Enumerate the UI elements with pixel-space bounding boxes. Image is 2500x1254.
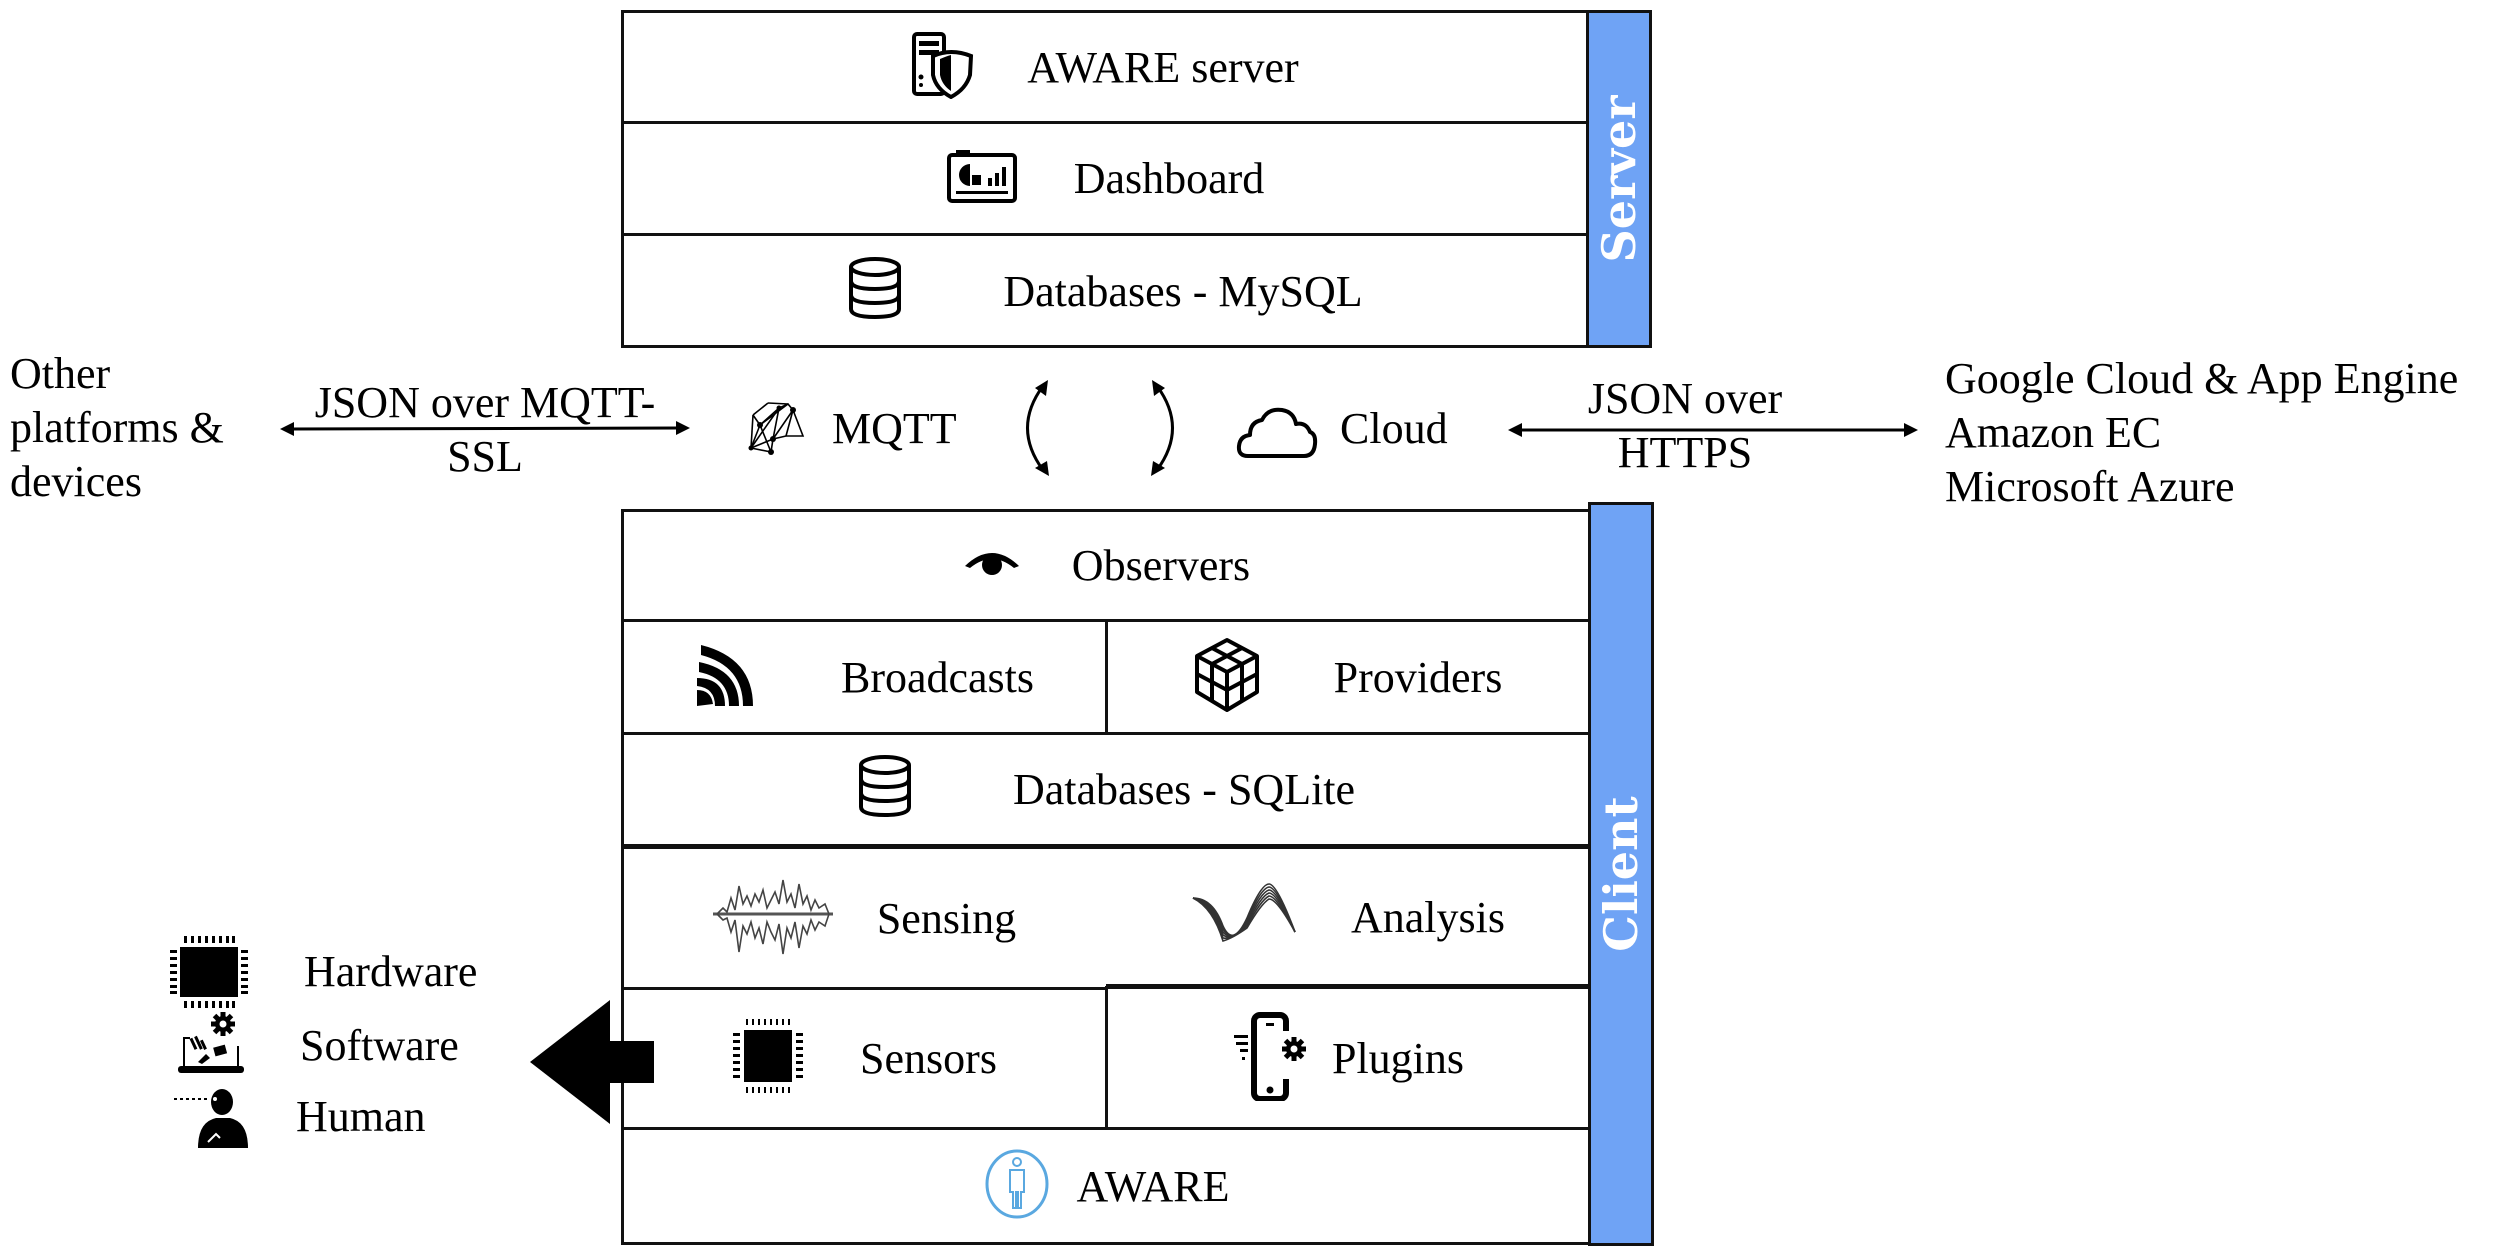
client-cell-aware: AWARE [624, 1130, 1588, 1243]
source-label-human: Human [296, 1092, 426, 1141]
cell-label: Observers [1071, 541, 1251, 590]
server-divider [621, 233, 1589, 236]
human-icon [172, 1088, 252, 1155]
eye-icon [962, 546, 1022, 585]
client-band: Client [1588, 502, 1654, 1246]
client-column-divider [1105, 986, 1108, 1129]
person-circle-icon [983, 1148, 1051, 1225]
server-band-label: Server [1592, 95, 1646, 263]
client-cell-analysis: Analysis [1108, 849, 1588, 985]
provider-line: Google Cloud & App Engine [1945, 354, 2459, 403]
server-block [621, 10, 1589, 348]
cell-label: AWARE [1076, 1162, 1230, 1211]
cell-label: Sensing [876, 893, 1017, 943]
client-cell-plugins: Plugins [1108, 990, 1588, 1127]
mqtt-network-icon [748, 400, 806, 465]
link-label-line: HTTPS [1617, 428, 1753, 477]
link-label-line: JSON over MQTT- [314, 378, 656, 427]
cloud-label: Cloud [1340, 404, 1448, 453]
database-icon [847, 256, 903, 326]
endpoint-line: platforms & [10, 403, 224, 452]
client-cell-providers: Providers [1108, 622, 1588, 732]
database-icon [857, 755, 913, 824]
link-label-line: JSON over [1587, 374, 1783, 423]
client-band-label: Client [1594, 796, 1648, 952]
dashboard-icon [946, 148, 1018, 209]
client-cell-broadcasts: Broadcasts [624, 622, 1105, 732]
source-label-software: Software [300, 1021, 459, 1070]
server-shield-icon [911, 31, 975, 104]
cell-label: Databases - SQLite [1012, 765, 1356, 814]
sources-arrow [530, 1000, 654, 1124]
chip-icon [732, 1017, 804, 1100]
server-band: Server [1586, 10, 1652, 348]
client-column-divider [1105, 619, 1108, 733]
provider-line: Amazon EC [1945, 408, 2162, 457]
endpoint-line: devices [10, 457, 142, 506]
mqtt-label: MQTT [832, 404, 957, 453]
source-label-hardware: Hardware [304, 947, 478, 996]
link-label-line: SSL [447, 432, 523, 481]
cubes-icon [1194, 637, 1260, 718]
client-divider [621, 987, 1107, 990]
hardware-chip-icon [170, 934, 248, 1015]
server-row-label: AWARE server [1027, 42, 1299, 92]
sine-wave-icon [1191, 882, 1303, 953]
client-cell-sensors: Sensors [624, 990, 1105, 1127]
cell-label: Plugins [1331, 1034, 1465, 1083]
other-platforms-label: Other platforms & devices [10, 347, 224, 509]
client-divider [621, 844, 1591, 849]
laptop-gear-icon [176, 1010, 248, 1085]
client-divider [621, 732, 1591, 735]
cell-label: Broadcasts [840, 652, 1035, 702]
client-cell-observers: Observers [624, 512, 1588, 619]
client-cell-sensing: Sensing [624, 849, 1105, 987]
endpoint-line: Other [10, 349, 111, 398]
mqtt-link-arrow [280, 421, 690, 436]
sync-arrows-icon [1026, 380, 1174, 476]
cloud-providers-label: Google Cloud & App Engine Amazon EC Micr… [1945, 352, 2458, 514]
cell-label: Sensors [860, 1034, 997, 1083]
signal-wave-icon [712, 874, 833, 963]
client-divider [1106, 984, 1591, 989]
mqtt-link-label: JSON over MQTT- SSL [290, 376, 680, 484]
server-row-dashboard: Dashboard [624, 124, 1586, 233]
client-cell-databases-sqlite: Databases - SQLite [624, 735, 1588, 844]
broadcast-icon [695, 642, 757, 713]
phone-gear-icon [1232, 1011, 1312, 1106]
https-link-arrow [1508, 423, 1918, 437]
https-link-label: JSON over HTTPS [1540, 372, 1830, 480]
cell-label: Analysis [1351, 892, 1505, 942]
server-row-aware-server: AWARE server [624, 13, 1586, 121]
server-row-databases-mysql: Databases - MySQL [624, 236, 1586, 346]
server-divider [621, 121, 1589, 124]
server-row-label: Dashboard [1073, 154, 1265, 203]
cell-label: Providers [1333, 652, 1503, 702]
provider-line: Microsoft Azure [1945, 462, 2235, 511]
server-row-label: Databases - MySQL [1003, 266, 1363, 316]
cloud-icon [1236, 404, 1318, 465]
